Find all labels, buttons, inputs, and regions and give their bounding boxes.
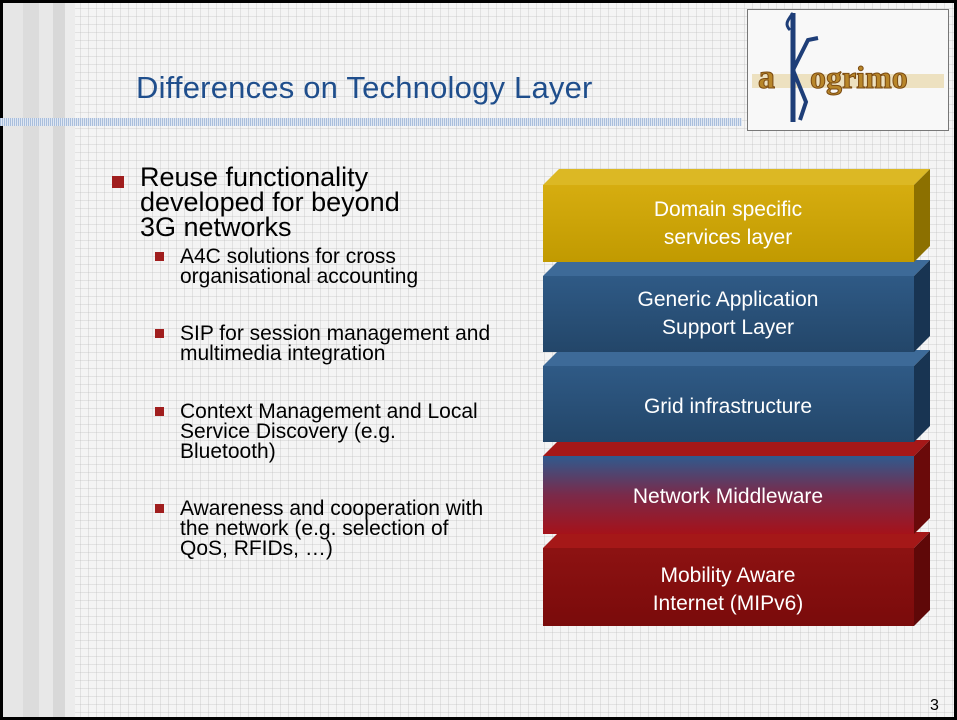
title-underline	[0, 118, 742, 126]
bullet-marker	[155, 329, 164, 338]
layer-label: Mobility Aware	[660, 564, 795, 587]
layer-label: Generic Application	[638, 288, 819, 311]
stack-layer-network-middleware: Network Middleware	[543, 440, 930, 534]
sub-bullet-text: Awareness and cooperation with the netwo…	[180, 497, 484, 560]
layer-label: Domain specific	[654, 198, 802, 221]
bullet-marker	[112, 176, 124, 188]
stack-layer-mobility: Mobility Aware Internet (MIPv6)	[543, 532, 930, 626]
decor-stripe	[65, 0, 75, 720]
decor-stripe	[23, 0, 39, 720]
decor-stripe	[3, 0, 23, 720]
svg-text:a: a	[758, 59, 775, 96]
layer-label: Internet (MIPv6)	[653, 592, 804, 615]
decor-stripe	[53, 0, 65, 720]
stack-layer-grid: Grid infrastructure	[543, 350, 930, 442]
slide-title: Differences on Technology Layer	[136, 70, 593, 105]
bullet-marker	[155, 407, 164, 416]
bullet-marker	[155, 252, 164, 261]
layer-label: Support Layer	[662, 316, 794, 339]
page-number: 3	[930, 697, 939, 714]
bullet-marker	[155, 504, 164, 513]
main-bullet-text: Reuse functionality developed for beyond…	[140, 162, 400, 242]
layer-label: Network Middleware	[633, 485, 823, 508]
stack-layer-domain-specific: Domain specific services layer	[543, 169, 930, 262]
layer-label: Grid infrastructure	[644, 395, 812, 418]
logo-graphic: a ogrimo	[748, 10, 948, 130]
layer-label: services layer	[664, 226, 792, 249]
decor-stripe	[39, 0, 53, 720]
svg-text:ogrimo: ogrimo	[810, 59, 908, 95]
sub-bullet-text: A4C solutions for cross organisational a…	[180, 245, 419, 288]
sub-bullet-text: Context Management and Local Service Dis…	[180, 400, 478, 463]
stack-layer-generic-application: Generic Application Support Layer	[543, 260, 930, 352]
sub-bullet-text: SIP for session management and multimedi…	[180, 322, 491, 365]
akogrimo-logo: a ogrimo	[747, 9, 949, 131]
